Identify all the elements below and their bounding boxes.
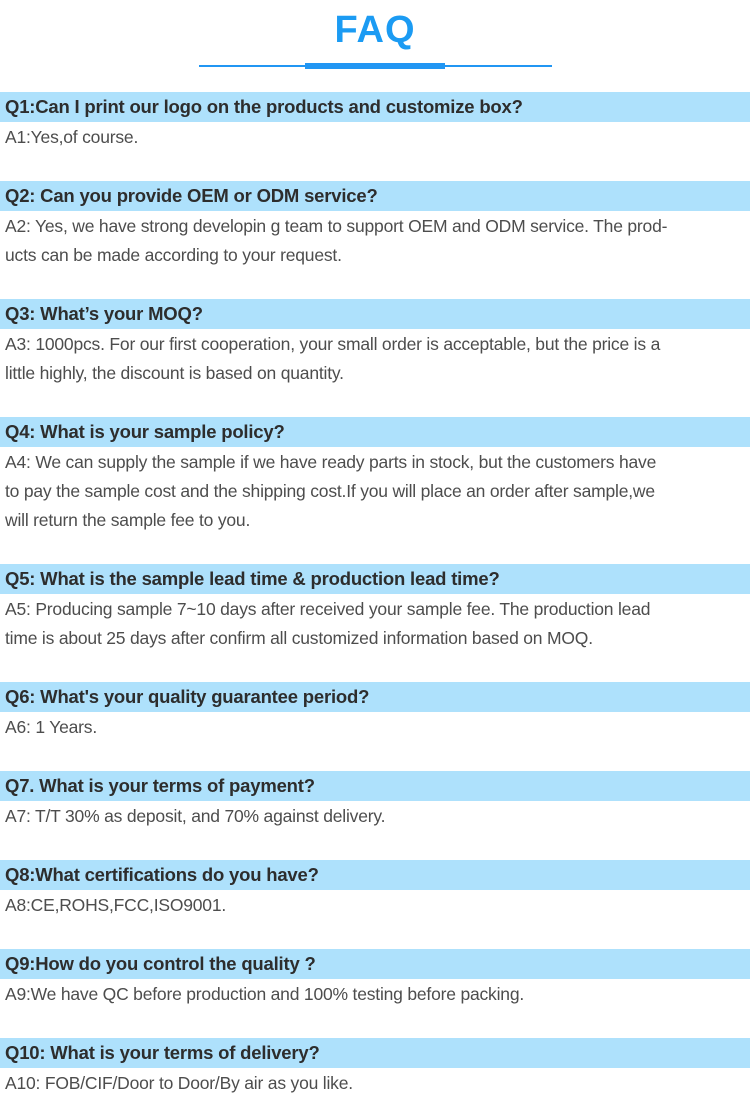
answer-text-8: A8:CE,ROHS,FCC,ISO9001. [5,895,227,915]
faq-item-6: Q6: What's your quality guarantee period… [0,682,750,742]
title-divider [198,63,552,69]
question-bar-3: Q3: What’s your MOQ? [0,299,750,329]
faq-item-9: Q9:How do you control the quality ? A9:W… [0,949,750,1009]
faq-item-1: Q1:Can I print our logo on the products … [0,92,750,152]
question-text-9: Q9:How do you control the quality ? [5,953,316,974]
answer-text-10: A10: FOB/CIF/Door to Door/By air as you … [5,1073,353,1093]
question-text-1: Q1:Can I print our logo on the products … [5,96,523,117]
faq-item-2: Q2: Can you provide OEM or ODM service? … [0,181,750,270]
answer-text-4: A4: We can supply the sample if we have … [5,452,657,530]
answer-text-3: A3: 1000pcs. For our first cooperation, … [5,334,661,383]
faq-item-4: Q4: What is your sample policy? A4: We c… [0,417,750,535]
question-text-4: Q4: What is your sample policy? [5,421,285,442]
question-text-3: Q3: What’s your MOQ? [5,303,203,324]
answer-text-9: A9:We have QC before production and 100%… [5,984,525,1004]
question-text-8: Q8:What certifications do you have? [5,864,319,885]
divider-accent-bar [305,63,445,69]
answer-text-2: A2: Yes, we have strong developin g team… [5,216,668,265]
question-text-6: Q6: What's your quality guarantee period… [5,686,370,707]
answer-text-5: A5: Producing sample 7~10 days after rec… [5,599,651,648]
question-text-10: Q10: What is your terms of delivery? [5,1042,320,1063]
question-bar-4: Q4: What is your sample policy? [0,417,750,447]
faq-list: Q1:Can I print our logo on the products … [0,92,750,1098]
question-bar-2: Q2: Can you provide OEM or ODM service? [0,181,750,211]
answer-text-7: A7: T/T 30% as deposit, and 70% against … [5,806,386,826]
faq-item-7: Q7. What is your terms of payment? A7: T… [0,771,750,831]
faq-item-3: Q3: What’s your MOQ? A3: 1000pcs. For ou… [0,299,750,388]
faq-item-8: Q8:What certifications do you have? A8:C… [0,860,750,920]
answer-text-1: A1:Yes,of course. [5,127,139,147]
question-text-5: Q5: What is the sample lead time & produ… [5,568,500,589]
page-title: FAQ [334,9,416,51]
question-bar-6: Q6: What's your quality guarantee period… [0,682,750,712]
faq-item-5: Q5: What is the sample lead time & produ… [0,564,750,653]
question-bar-10: Q10: What is your terms of delivery? [0,1038,750,1068]
question-text-2: Q2: Can you provide OEM or ODM service? [5,185,378,206]
question-bar-5: Q5: What is the sample lead time & produ… [0,564,750,594]
question-bar-1: Q1:Can I print our logo on the products … [0,92,750,122]
question-text-7: Q7. What is your terms of payment? [5,775,315,796]
question-bar-8: Q8:What certifications do you have? [0,860,750,890]
question-bar-7: Q7. What is your terms of payment? [0,771,750,801]
question-bar-9: Q9:How do you control the quality ? [0,949,750,979]
answer-text-6: A6: 1 Years. [5,717,97,737]
faq-item-10: Q10: What is your terms of delivery? A10… [0,1038,750,1098]
